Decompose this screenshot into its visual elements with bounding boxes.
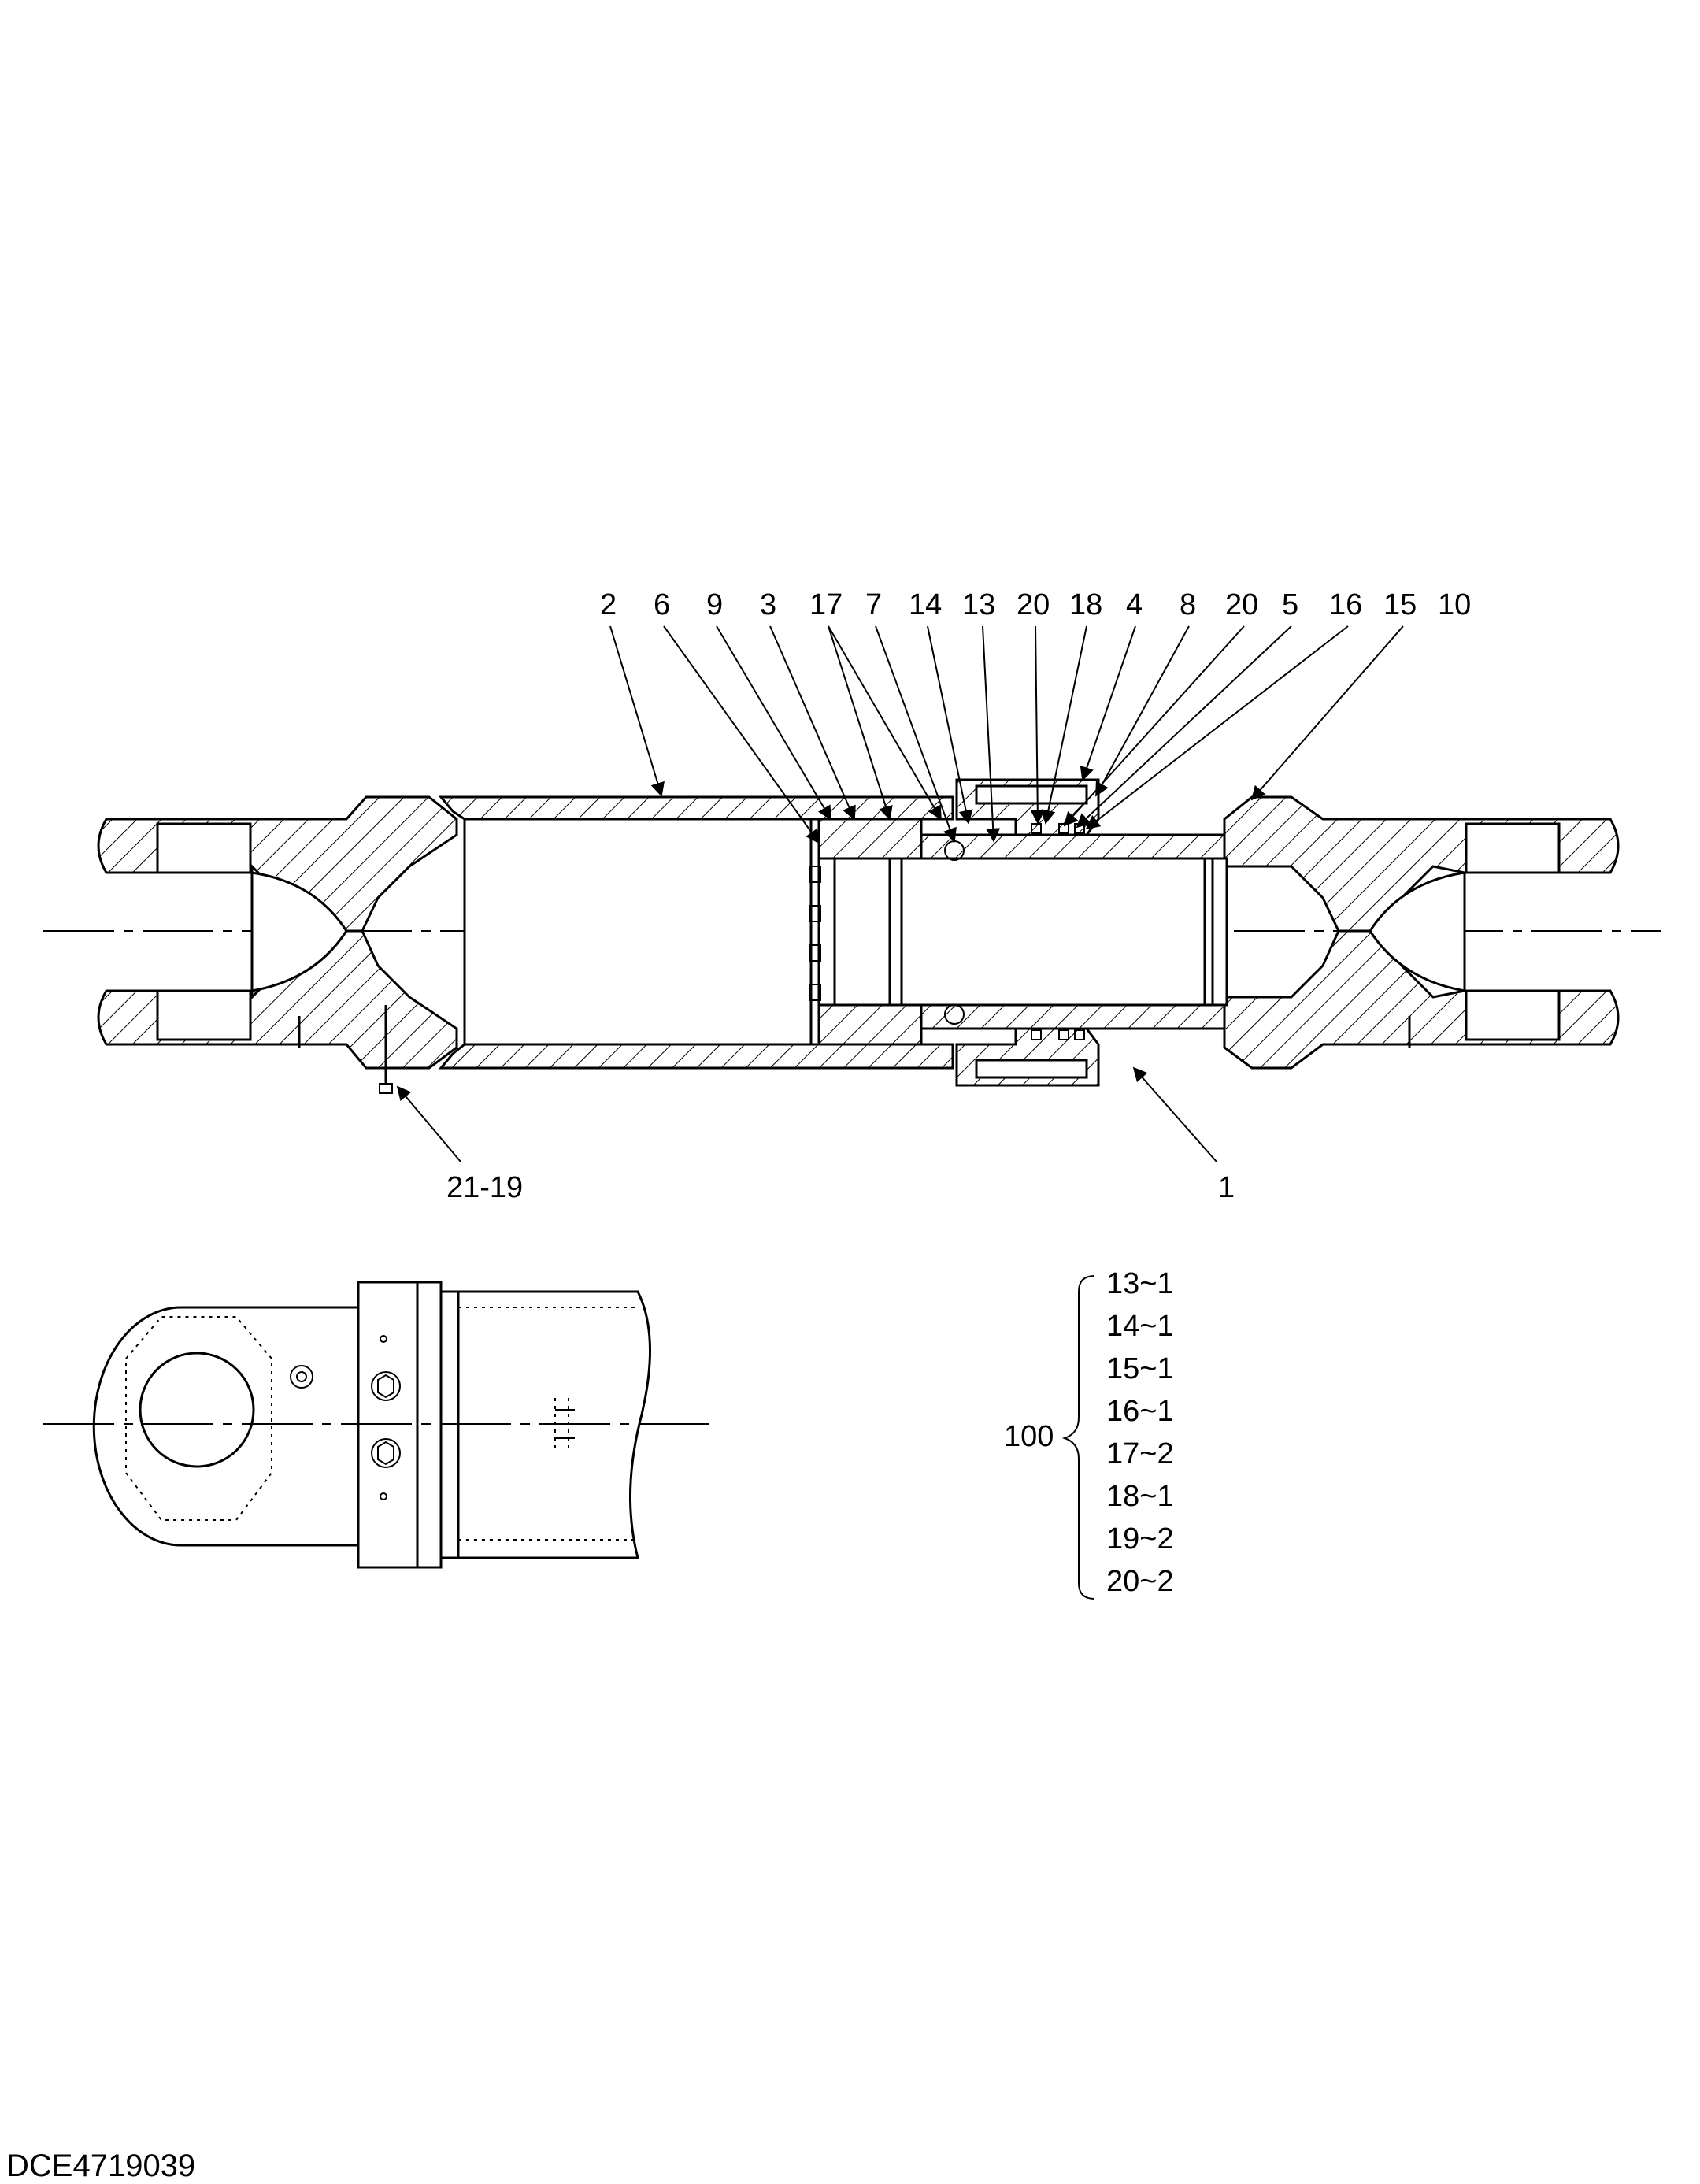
cylinder-cross-section — [43, 778, 1661, 1094]
cylinder-tube-bottom-wall — [438, 1043, 954, 1070]
side-tube-body — [458, 1290, 651, 1559]
callout-10: 10 — [1438, 588, 1471, 621]
kit-brace — [1061, 1275, 1095, 1600]
callout-20: 20 — [1017, 588, 1050, 621]
callout-5: 5 — [1282, 588, 1298, 621]
callout-17: 17 — [809, 588, 843, 621]
callouts-top: 2 6 9 3 17 7 14 13 20 18 4 8 20 5 16 15 … — [600, 588, 1471, 621]
rod-end-face — [1211, 857, 1228, 1007]
callout-7: 7 — [865, 588, 882, 621]
callout-13: 13 — [962, 588, 995, 621]
drawing-code: DCE4719039 — [6, 2149, 195, 2183]
cylinder-side-view — [43, 1281, 713, 1569]
boss-hidden-outline — [125, 1316, 272, 1521]
piston-lower — [817, 1003, 923, 1046]
right-fork-gap — [1369, 871, 1466, 992]
piston-rod-bore — [833, 857, 1206, 1007]
kit-item-17: 17~2 — [1106, 1437, 1174, 1470]
kit-item-16: 16~1 — [1106, 1395, 1174, 1428]
piston-nut-bolts — [809, 866, 821, 1001]
clevis-eye-outline — [92, 1306, 358, 1547]
kit-item-20: 20~2 — [1106, 1565, 1174, 1598]
grease-fitting — [290, 1365, 313, 1389]
seal-kit-list: 100 13~1 14~1 15~1 16~1 17~2 18~1 19~2 2… — [1004, 1267, 1174, 1600]
piston-rod-top-wall — [920, 833, 1226, 860]
callout-21-19: 21-19 — [446, 1171, 523, 1204]
left-fork-gap — [250, 871, 348, 992]
piston-upper — [817, 818, 923, 860]
callout-8: 8 — [1180, 588, 1196, 621]
left-fork-bore-lower — [156, 989, 252, 1041]
tube-chamber — [463, 818, 813, 1046]
side-bolt-upper — [371, 1371, 401, 1401]
head-bolt-lower — [975, 1059, 1088, 1079]
eye-bore — [139, 1352, 255, 1468]
callout-2: 2 — [600, 588, 617, 621]
cylinder-tube-top-wall — [438, 795, 954, 821]
callout-6: 6 — [654, 588, 670, 621]
callout-leaders — [396, 625, 1404, 1162]
kit-number: 100 — [1004, 1420, 1054, 1453]
callout-15: 15 — [1383, 588, 1417, 621]
callout-16: 16 — [1329, 588, 1362, 621]
callout-9: 9 — [706, 588, 723, 621]
kit-item-18: 18~1 — [1106, 1480, 1174, 1513]
callout-18: 18 — [1069, 588, 1102, 621]
head-bolt-upper — [975, 784, 1088, 805]
piston-rod-bottom-wall — [920, 1003, 1226, 1030]
side-head-ring-2 — [439, 1290, 460, 1559]
callout-1: 1 — [1218, 1171, 1235, 1204]
kit-item-19: 19~2 — [1106, 1522, 1174, 1555]
left-fork-bore-upper — [156, 822, 252, 874]
callout-14: 14 — [909, 588, 942, 621]
kit-item-14: 14~1 — [1106, 1310, 1174, 1343]
right-fork-bore-lower — [1465, 989, 1561, 1041]
callout-20b: 20 — [1225, 588, 1258, 621]
callout-3: 3 — [760, 588, 776, 621]
right-fork-bore-upper — [1465, 822, 1561, 874]
kit-item-15: 15~1 — [1106, 1352, 1174, 1385]
callout-4: 4 — [1126, 588, 1143, 621]
kit-item-13: 13~1 — [1106, 1267, 1174, 1300]
o-ring-lower — [944, 1004, 965, 1025]
callouts-bottom: 21-19 1 — [446, 1171, 1235, 1204]
side-bolt-lower — [371, 1438, 401, 1468]
